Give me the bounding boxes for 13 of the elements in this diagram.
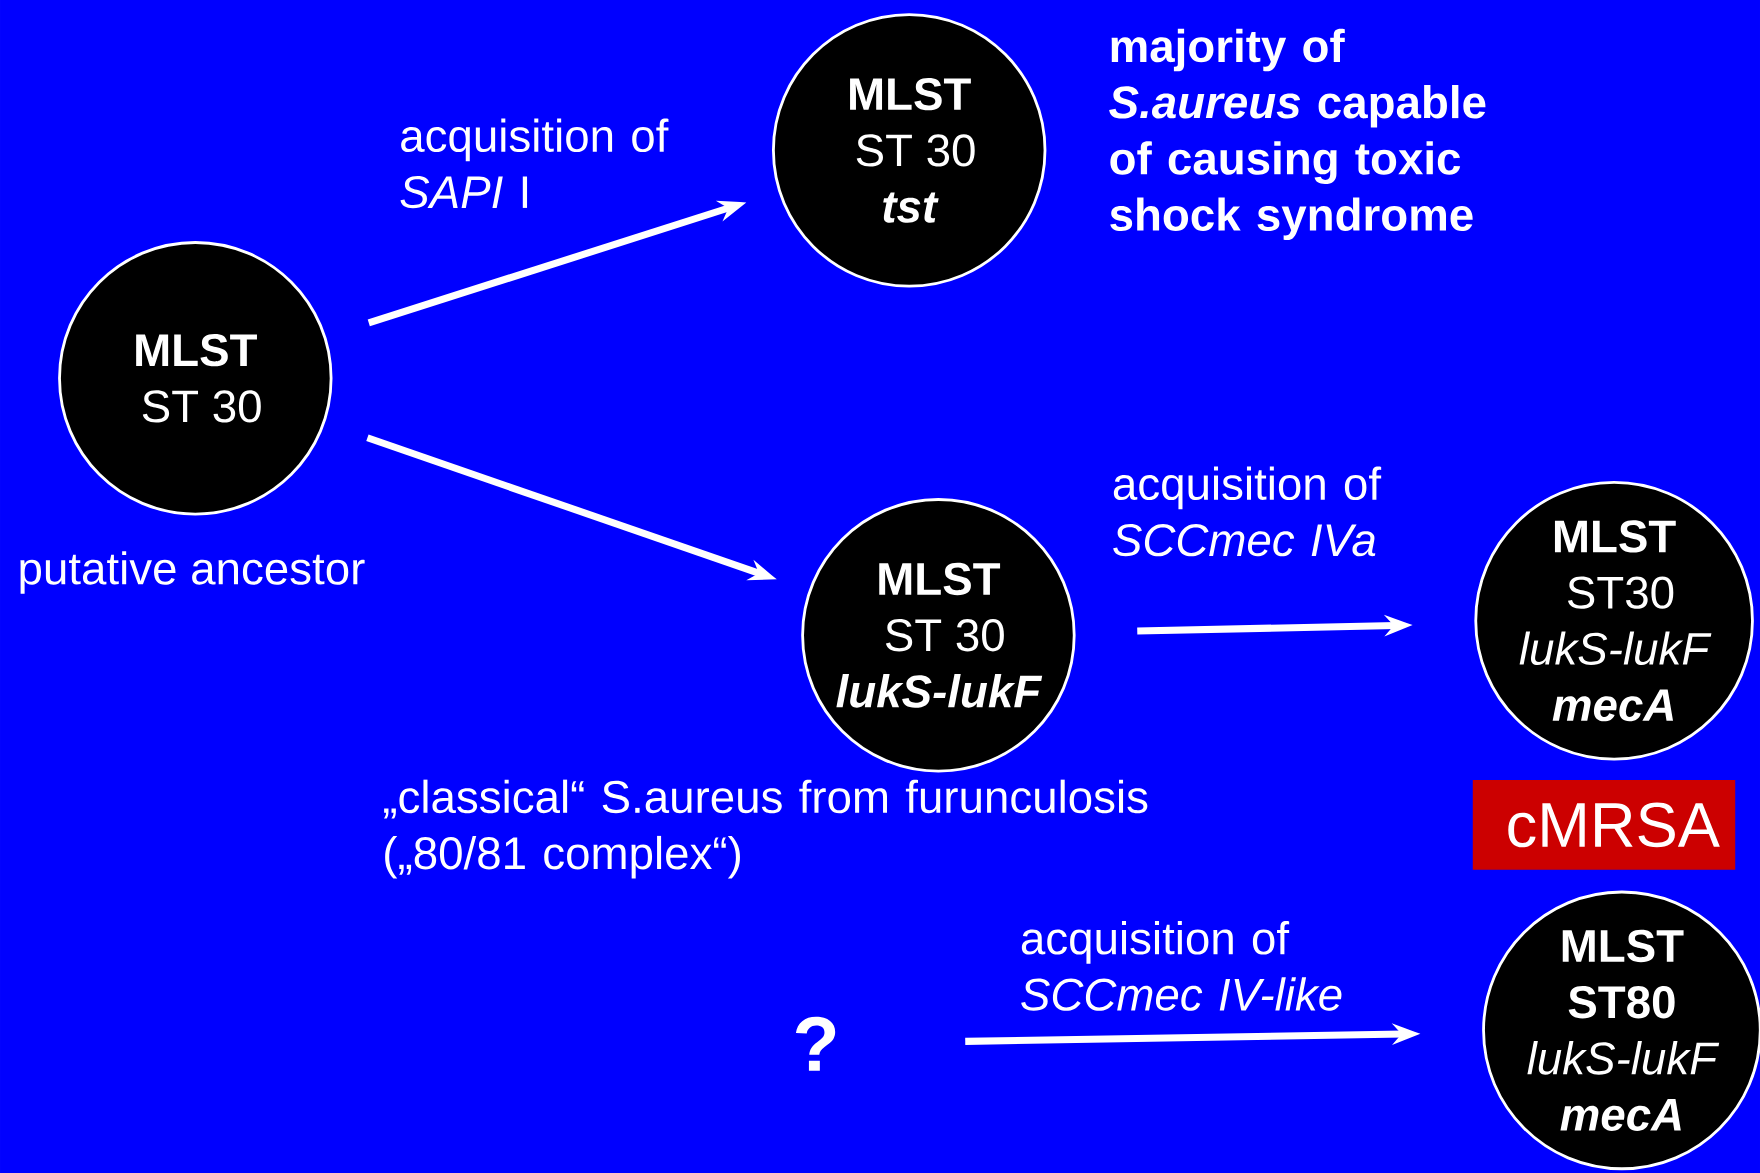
circle-node: MLST ST 30 tst xyxy=(772,13,1047,288)
node-label: „classical“ S.aureus from furunculosis („80/81 complex“) xyxy=(383,779,1148,879)
circle-node: MLST ST30 lukS-lukF mecA xyxy=(1474,481,1754,761)
label-box: cMRSA xyxy=(1472,780,1736,870)
circle-node: MLST ST 30 lukS-lukF xyxy=(801,498,1076,773)
edge-label: acquisition of SCCmec IV-like xyxy=(1021,921,1342,1011)
circle-node: MLST ST80 lukS-lukF mecA xyxy=(1482,890,1760,1171)
circle-node: MLST ST 30 xyxy=(58,241,333,516)
question-mark: ? xyxy=(795,1016,836,1071)
edge-label: acquisition of SAPI I xyxy=(400,118,669,209)
edge-label: acquisition of SCCmec IVa xyxy=(1113,466,1382,557)
node-label: majority of S.aureus capable of causing toxic shock syndrome xyxy=(1109,28,1486,241)
node-label: putative ancestor xyxy=(20,551,365,594)
